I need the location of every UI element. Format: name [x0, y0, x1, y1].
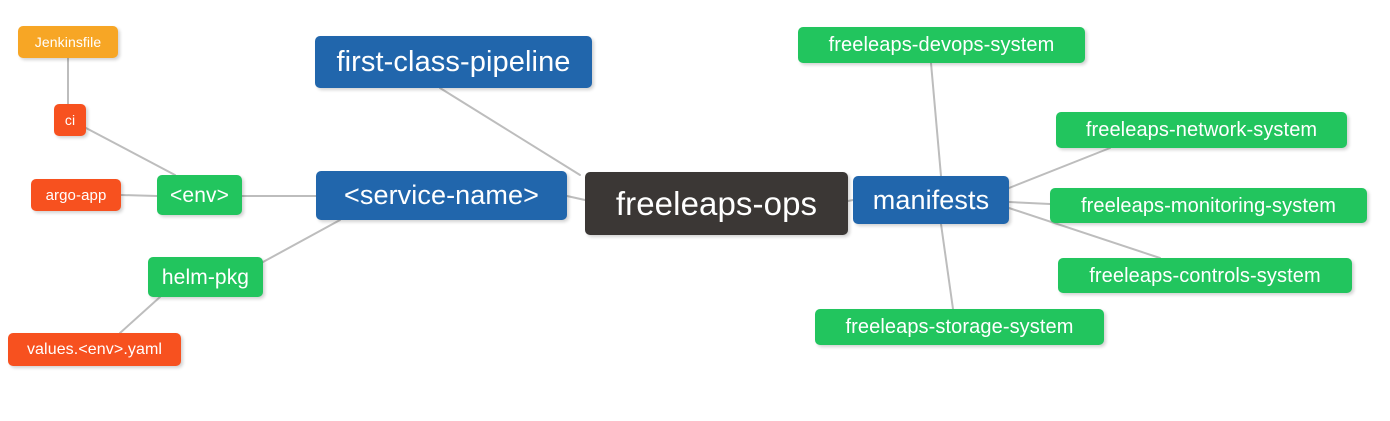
edge-manifests-to-freeleaps-storage-system — [940, 223, 954, 310]
edge-manifests-to-freeleaps-devops-system — [930, 62, 942, 177]
edge-freeleaps-ops-to-first-class-pipeline — [439, 87, 581, 176]
node-values-yaml[interactable]: values.<env>.yaml — [8, 333, 181, 366]
edge-env-to-argo-app — [120, 194, 158, 197]
edge-helm-pkg-to-values-yaml — [119, 296, 161, 334]
node-helm-pkg[interactable]: helm-pkg — [148, 257, 263, 297]
node-first-class-pipeline[interactable]: first-class-pipeline — [315, 36, 592, 88]
node-freeleaps-monitoring-system[interactable]: freeleaps-monitoring-system — [1050, 188, 1367, 223]
node-freeleaps-devops-system[interactable]: freeleaps-devops-system — [798, 27, 1085, 63]
edge-env-to-ci — [85, 127, 176, 176]
node-argo-app[interactable]: argo-app — [31, 179, 121, 211]
node-freeleaps-storage-system[interactable]: freeleaps-storage-system — [815, 309, 1104, 345]
node-ci[interactable]: ci — [54, 104, 86, 136]
edge-manifests-to-freeleaps-monitoring-system — [1008, 201, 1051, 205]
node-freeleaps-network-system[interactable]: freeleaps-network-system — [1056, 112, 1347, 148]
edge-service-name-to-helm-pkg — [262, 219, 341, 263]
node-freeleaps-controls-system[interactable]: freeleaps-controls-system — [1058, 258, 1352, 293]
node-env[interactable]: <env> — [157, 175, 242, 215]
edge-manifests-to-freeleaps-network-system — [1008, 147, 1111, 189]
edge-freeleaps-ops-to-service-name — [566, 195, 586, 201]
node-jenkinsfile[interactable]: Jenkinsfile — [18, 26, 118, 58]
node-freeleaps-ops[interactable]: freeleaps-ops — [585, 172, 848, 235]
node-service-name[interactable]: <service-name> — [316, 171, 567, 220]
node-manifests[interactable]: manifests — [853, 176, 1009, 224]
